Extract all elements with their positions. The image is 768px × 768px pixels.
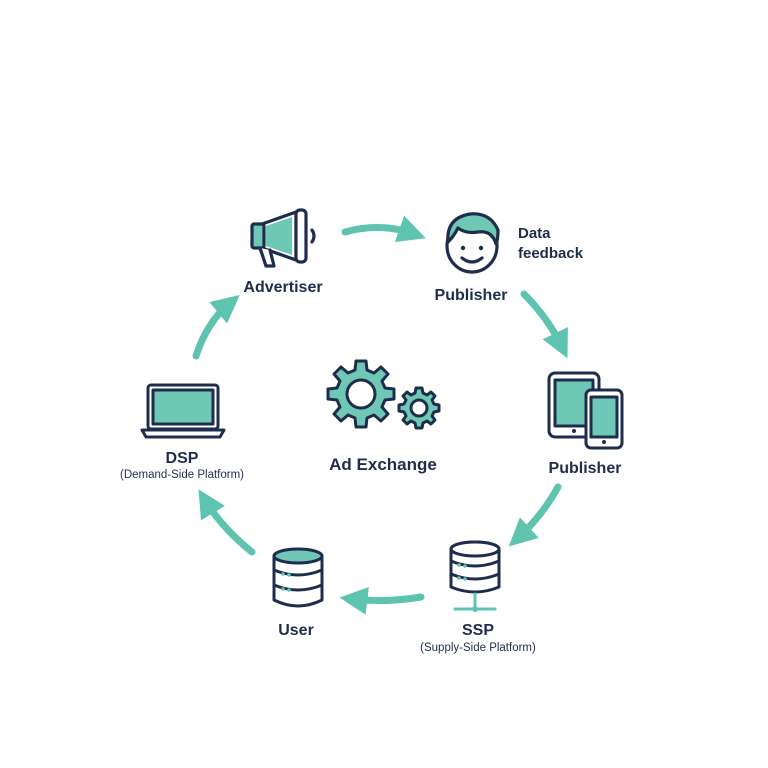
dsp-label: DSP <box>165 450 199 467</box>
dsp-sublabel: (Demand-Side Platform) <box>120 469 244 481</box>
ssp-label: SSP <box>461 622 495 639</box>
tablet-phone-icon <box>547 371 624 450</box>
arrow-user-to-dsp <box>198 489 256 556</box>
arrow-devices-to-ssp <box>508 483 562 547</box>
data-feedback-label: Data feedback <box>518 224 583 264</box>
gears-icon <box>326 359 441 430</box>
ad-exchange-label: Ad Exchange <box>329 455 437 474</box>
data-feedback-line1: Data <box>518 225 551 242</box>
arrow-advertiser-to-publisher <box>341 215 426 243</box>
arrow-dsp-to-advertiser <box>192 294 240 360</box>
arrow-publisher-to-devices <box>520 290 568 359</box>
ssp-sublabel: (Supply-Side Platform) <box>420 642 536 654</box>
database-icon <box>272 547 324 608</box>
advertiser-label: Advertiser <box>243 279 323 296</box>
megaphone-icon <box>250 208 316 268</box>
person-face-icon <box>445 212 500 274</box>
data-feedback-line2: feedback <box>518 245 584 262</box>
user-label: User <box>278 622 314 639</box>
server-network-icon <box>449 540 501 612</box>
publisher-right-label: Publisher <box>548 460 622 477</box>
arrow-ssp-to-user <box>339 586 425 615</box>
publisher-top-label: Publisher <box>434 287 508 304</box>
laptop-icon <box>140 383 226 439</box>
